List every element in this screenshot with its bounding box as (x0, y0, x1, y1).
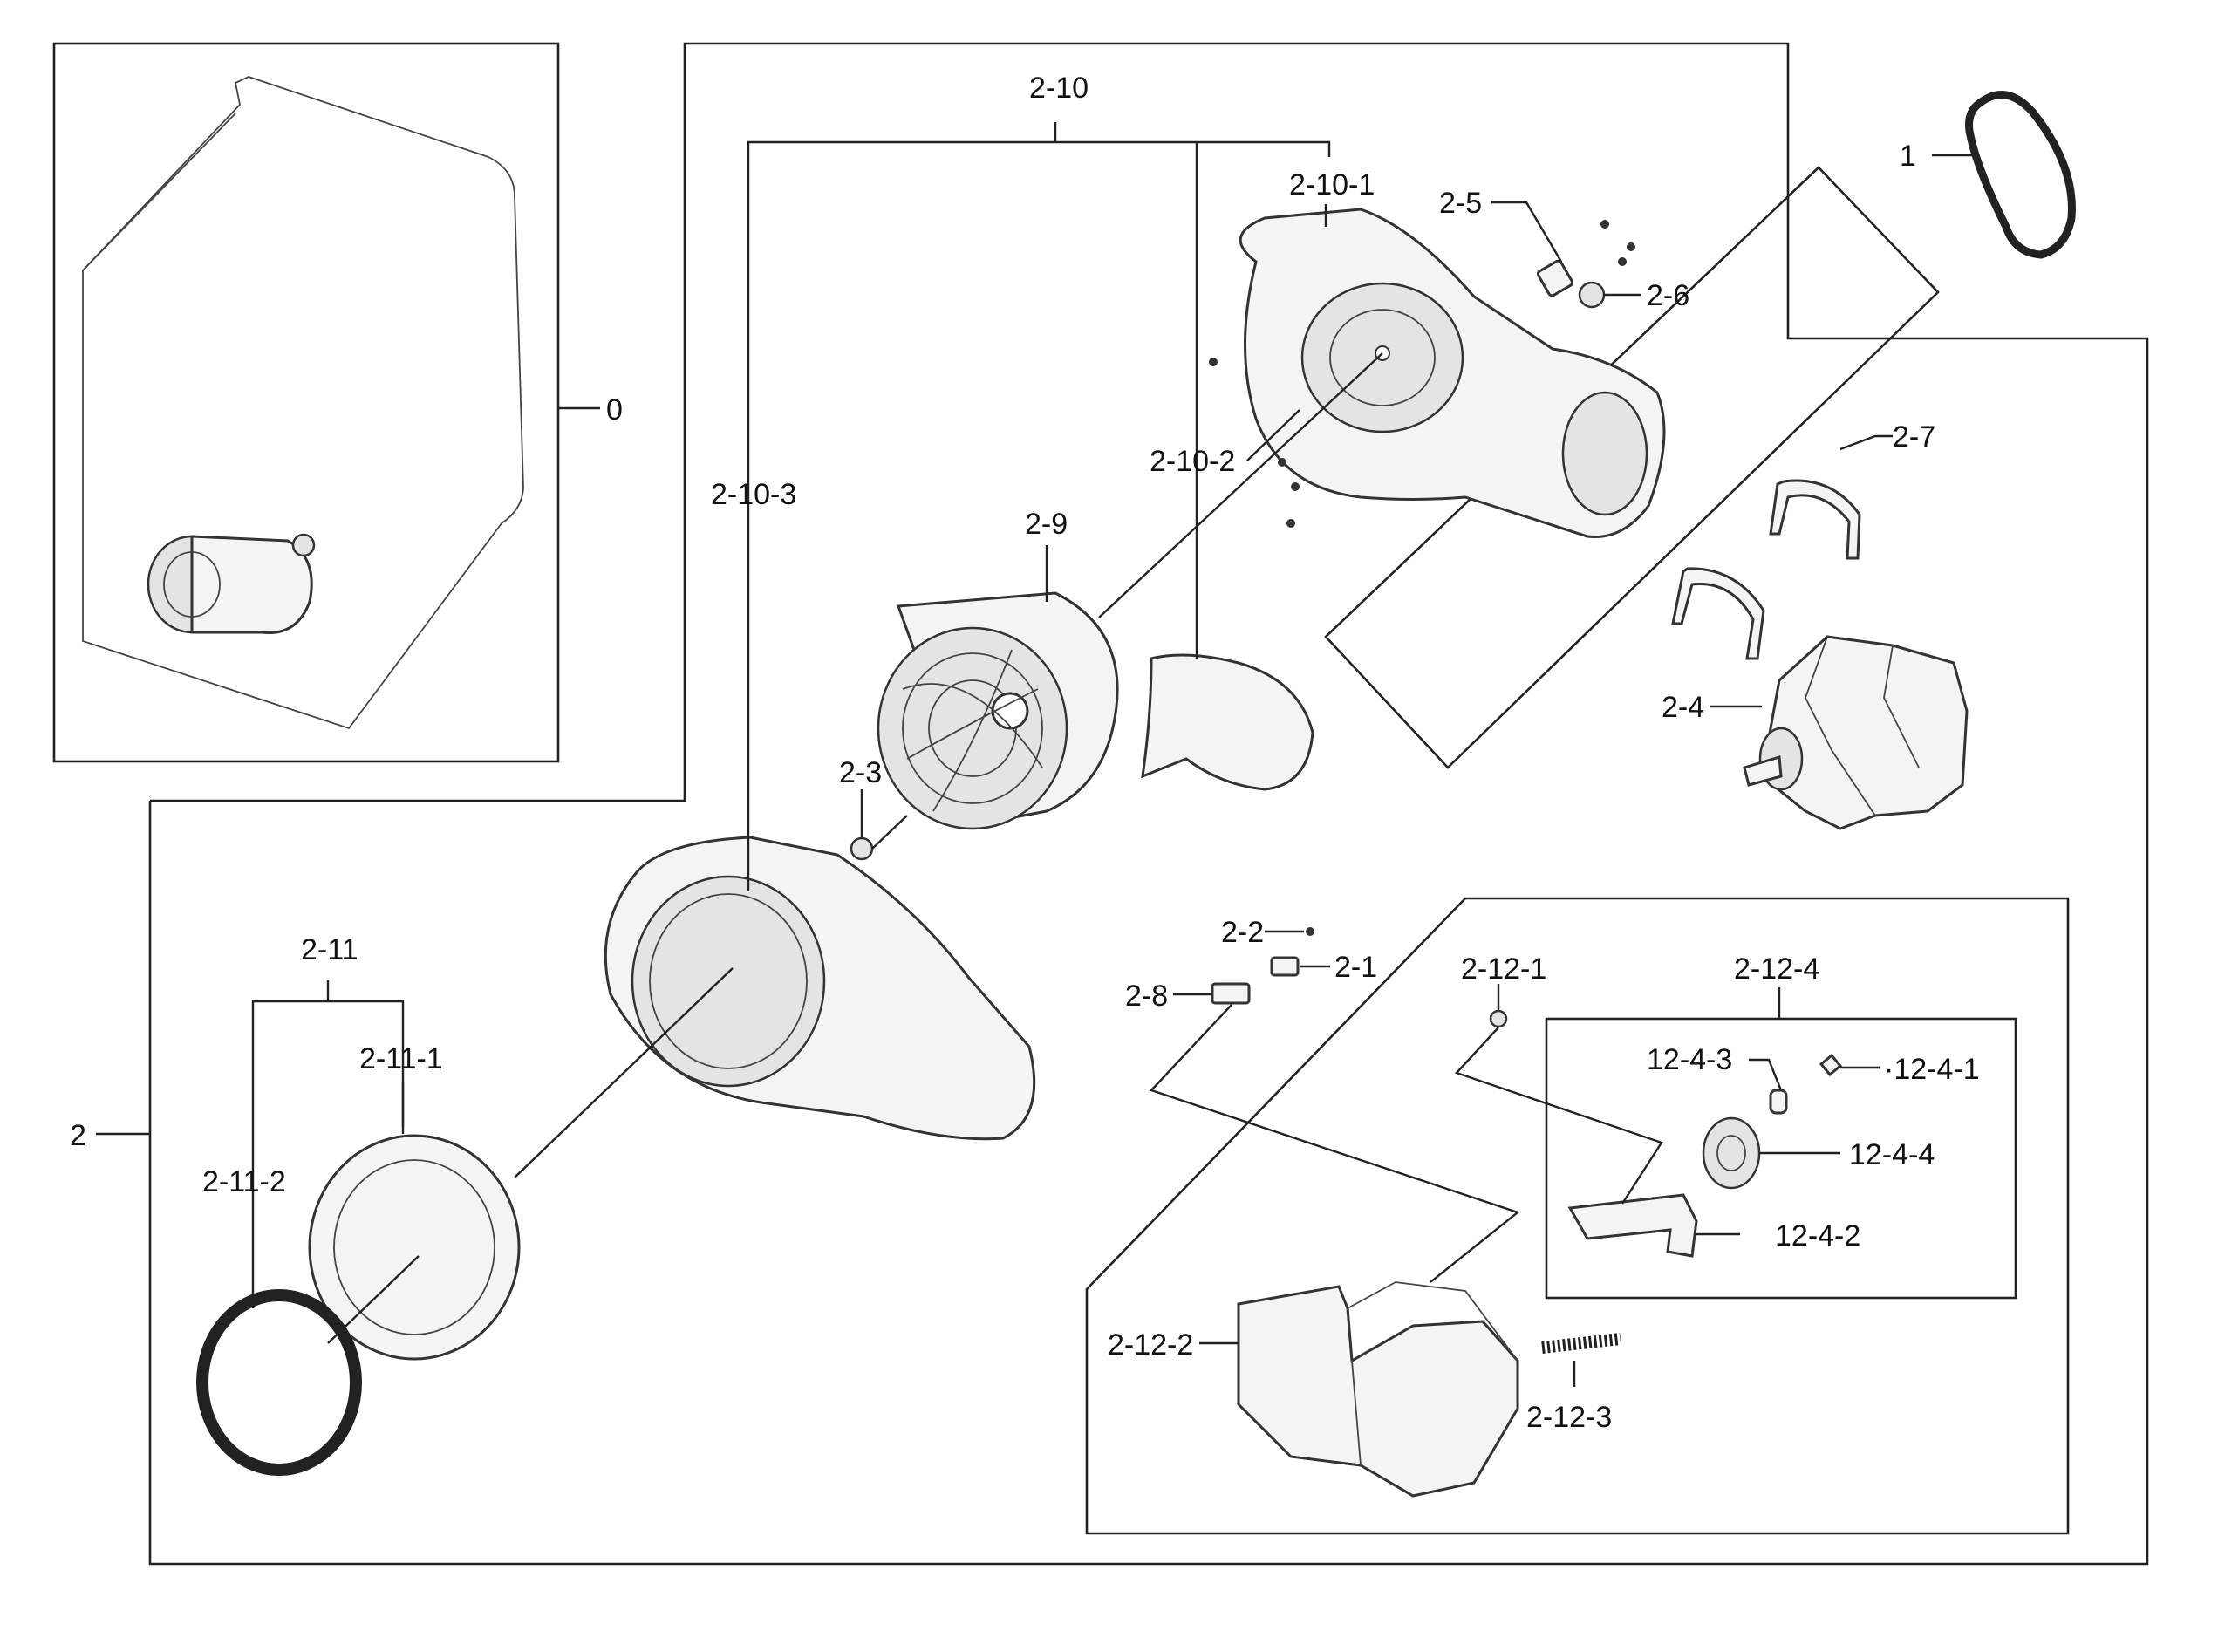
motor-clip-lower (1671, 567, 1765, 660)
idler-parts (1237, 1009, 1843, 1498)
frame-idler-panel (1085, 897, 2070, 1535)
label-12-4-4: 12-4-4 (1849, 1138, 1935, 1171)
label-2-10: 2-10 (1029, 72, 1089, 105)
thermostat-parts (1536, 220, 1635, 309)
small-switch-parts (1211, 927, 1314, 1005)
label-2-10-2: 2-10-2 (1150, 445, 1235, 478)
label-12-4-2: 12-4-2 (1775, 1219, 1860, 1253)
screw-2-2 (1306, 927, 1314, 936)
drive-belt (1965, 91, 2076, 259)
label-2-9: 2-9 (1025, 508, 1068, 541)
screw-icon (1286, 519, 1295, 528)
blower-wheel-hub (991, 692, 1029, 730)
label-12-4-3: 12-4-3 (1647, 1043, 1732, 1076)
duct-assembly-2-11 (196, 1134, 521, 1476)
nut-2-3 (850, 836, 874, 861)
seal-ring-2-11-2 (196, 1289, 362, 1476)
label-2-11: 2-11 (301, 933, 358, 966)
cap-12-4-1 (1819, 1053, 1843, 1077)
motor-clip-upper (1769, 479, 1861, 560)
frame-motor-panel (1324, 166, 1940, 769)
screw-icon (1291, 482, 1300, 491)
label-2-3: 2-3 (839, 756, 882, 789)
label-2-12-1: 2-12-1 (1461, 952, 1546, 986)
spring-2-12-3 (1541, 1333, 1621, 1354)
screw-icon (1209, 358, 1218, 366)
bracket-2-8 (1211, 982, 1251, 1005)
duct-ring-2-11-1 (308, 1134, 521, 1361)
label-2-8: 2-8 (1125, 980, 1168, 1013)
label-2-12-2: 2-12-2 (1108, 1328, 1193, 1362)
label-1: 1 (1900, 140, 1916, 173)
motor-shaft (1743, 755, 1783, 787)
switch-2-1 (1270, 956, 1300, 977)
label-2-11-1: 2-11-1 (359, 1042, 443, 1075)
label-2-5: 2-5 (1439, 187, 1482, 220)
rear-housing-outlet (1561, 391, 1648, 516)
label-2-1: 2-1 (1334, 951, 1377, 984)
label-2-11-2: 2-11-2 (202, 1165, 286, 1198)
blower-wheel (877, 591, 1119, 830)
idler-pulley-12-4-4 (1702, 1116, 1761, 1190)
motor-clips (1671, 479, 1861, 660)
part-labels: 0 1 2 2-1 2-2 2-3 2-4 2-5 2-6 2-7 2-8 2-… (70, 72, 1980, 1434)
label-12-4-1: ·12-4-1 (1884, 1053, 1980, 1086)
label-2-10-1: 2-10-1 (1289, 168, 1375, 201)
belt-loop (1965, 91, 2076, 259)
idler-bracket-2-12-2 (1237, 1285, 1519, 1498)
label-2: 2 (70, 1119, 86, 1152)
thermistor-2-6 (1578, 281, 1606, 309)
label-2-12-4: 2-12-4 (1734, 952, 1819, 986)
label-2-12-3: 2-12-3 (1526, 1401, 1612, 1434)
cabinet-illustration (82, 76, 524, 730)
frame-cabinet-0 (52, 42, 560, 763)
duct-shield-body (1141, 653, 1314, 791)
thermostat-2-5 (1536, 259, 1574, 297)
drive-motor (1743, 635, 1969, 830)
cabinet-outline (82, 76, 524, 730)
group-frames (52, 42, 2149, 1566)
idler-arm-12-4-2 (1567, 1193, 1698, 1258)
leader-lines (96, 122, 1978, 1387)
label-0: 0 (606, 393, 623, 427)
label-2-7: 2-7 (1893, 420, 1935, 454)
cabinet-motor-bump (291, 533, 316, 557)
front-blower-housing (604, 836, 1036, 1141)
rear-blower-housing (1209, 208, 1666, 539)
label-2-10-3: 2-10-3 (711, 478, 796, 511)
frame-idler-pulley-box (1545, 1017, 2017, 1300)
screw-icon (1278, 458, 1286, 467)
front-housing-opening (631, 875, 826, 1088)
frame-assembly-2 (148, 42, 2149, 1566)
blower-wheel-face (877, 626, 1068, 830)
duct-shield (1141, 653, 1314, 791)
motor-body (1760, 635, 1969, 830)
screw-2-12-1 (1489, 1009, 1508, 1028)
label-2-4: 2-4 (1662, 691, 1704, 724)
label-2-2: 2-2 (1221, 916, 1264, 949)
shaft-12-4-3 (1769, 1089, 1788, 1115)
label-2-6: 2-6 (1647, 279, 1689, 312)
